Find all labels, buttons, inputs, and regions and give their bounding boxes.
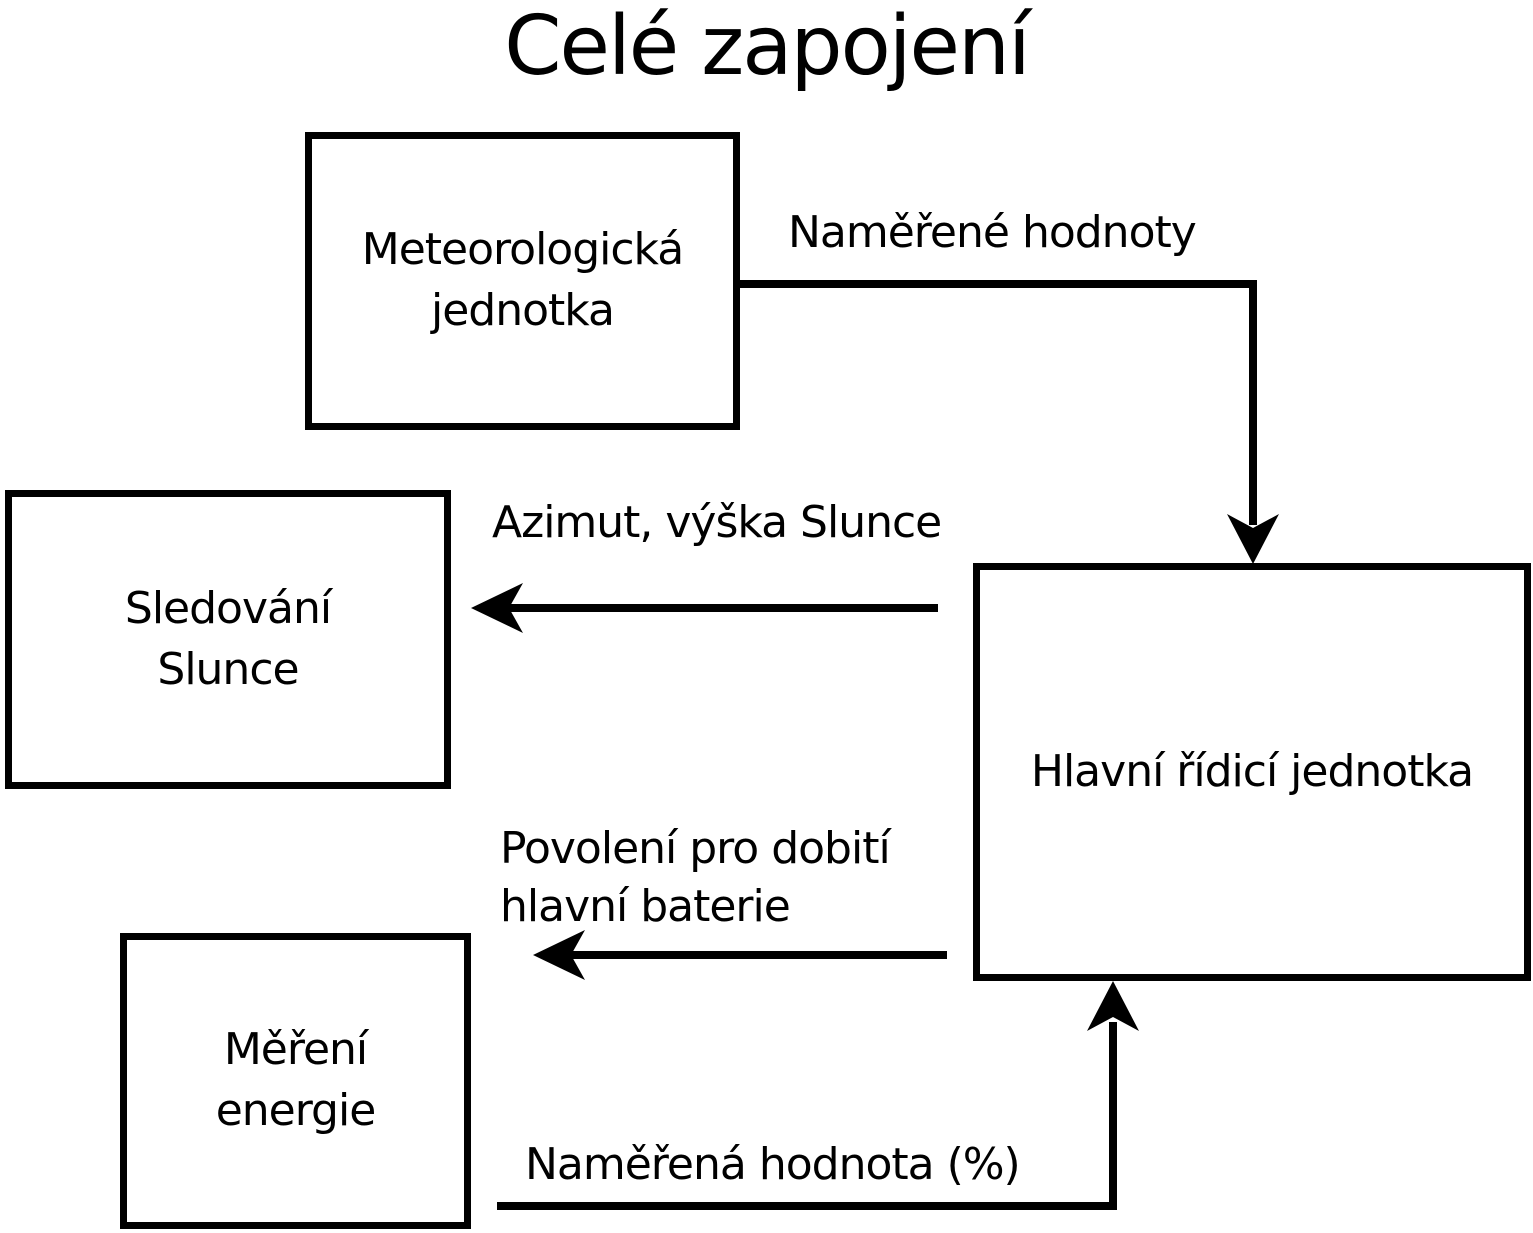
arrowhead-up-icon xyxy=(1087,981,1139,1031)
node-hlavni-ridici-jednotka-label: Hlavní řídicí jednotka xyxy=(1030,745,1474,797)
arrowhead-left-icon xyxy=(471,583,523,633)
diagram-title: Celé zapojení xyxy=(504,0,1031,94)
edge-namerene-hodnoty-line-horizontal xyxy=(737,280,1257,288)
node-meteorologicka-jednotka-label: Meteorologická jednotka xyxy=(361,224,684,336)
edge-namerena-hodnota-line-vertical xyxy=(1109,1022,1117,1209)
node-sledovani-slunce: Sledování Slunce xyxy=(5,490,451,789)
edge-label-namerena-hodnota: Naměřená hodnota (%) xyxy=(525,1139,1021,1190)
edge-label-namerene-hodnoty: Naměřené hodnoty xyxy=(788,207,1197,258)
arrowhead-down-icon xyxy=(1227,514,1279,564)
edge-label-azimut-vyska-slunce: Azimut, výška Slunce xyxy=(492,497,942,548)
edge-namerena-hodnota-line-horizontal xyxy=(497,1202,1117,1210)
node-mereni-energie-label: Měření energie xyxy=(215,1024,377,1136)
node-hlavni-ridici-jednotka: Hlavní řídicí jednotka xyxy=(973,563,1531,981)
edge-namerene-hodnoty-line-vertical xyxy=(1249,280,1257,525)
arrowhead-left-icon xyxy=(533,930,585,980)
edge-azimut-vyska-line xyxy=(508,604,938,612)
node-meteorologicka-jednotka: Meteorologická jednotka xyxy=(305,132,740,430)
node-sledovani-slunce-label: Sledování Slunce xyxy=(124,582,332,695)
node-mereni-energie: Měření energie xyxy=(120,933,471,1229)
edge-label-povoleni-pro-dobiti: Povolení pro dobití hlavní baterie xyxy=(500,823,891,933)
edge-povoleni-dobiti-line xyxy=(570,951,947,959)
